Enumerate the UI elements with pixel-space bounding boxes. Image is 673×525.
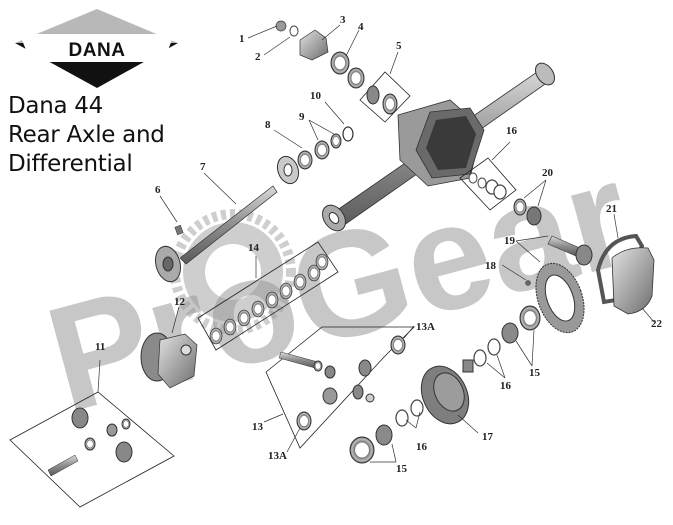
dana-logo: DANA (15, 9, 178, 88)
callout-3: 3 (340, 14, 346, 26)
callout-14: 14 (248, 242, 260, 254)
callout-8: 8 (265, 119, 271, 131)
part-1-pinion-nut[interactable] (275, 20, 287, 32)
callout-15-mid: 15 (529, 367, 541, 379)
callout-15-bottom: 15 (396, 463, 408, 475)
callout-16-bottom: 16 (416, 441, 428, 453)
callout-21: 21 (606, 203, 617, 215)
part-6-wheel-stud[interactable] (174, 224, 184, 236)
part-14-clutch-pack[interactable] (197, 241, 339, 351)
callout-18: 18 (485, 260, 497, 272)
diagram-title: Dana 44 Rear Axle and Differential (8, 92, 165, 179)
part-7-axle-shaft[interactable] (152, 185, 278, 284)
callout-22: 22 (651, 318, 663, 330)
callout-1: 1 (239, 33, 245, 45)
title-line-2: Rear Axle and (8, 122, 165, 148)
callout-12: 12 (174, 296, 186, 308)
callout-7: 7 (200, 161, 206, 173)
part-19-ring-and-pinion[interactable] (527, 235, 593, 339)
part-3-yoke[interactable] (299, 29, 329, 61)
callout-20: 20 (542, 167, 554, 179)
callout-13: 13 (252, 421, 264, 433)
part-20-rear-pinion-bearing[interactable] (513, 198, 542, 226)
callout-19: 19 (504, 235, 516, 247)
callout-13a-bottom: 13A (268, 450, 287, 462)
part-2-washer[interactable] (289, 25, 299, 37)
part-15-carrier-bearing-upper[interactable] (501, 305, 541, 344)
part-16-shims-mid[interactable] (473, 338, 501, 367)
part-16-shim-kit[interactable] (459, 157, 517, 211)
part-9-axle-bearings[interactable] (297, 133, 342, 170)
callout-9: 9 (299, 111, 305, 123)
part-17-open-differential-case[interactable] (412, 359, 477, 432)
title-line-1: Dana 44 (8, 93, 103, 119)
dana-logo-text: DANA (69, 40, 126, 61)
callout-10: 10 (310, 90, 322, 102)
callout-16-top: 16 (506, 125, 518, 137)
callout-16-mid: 16 (500, 380, 512, 392)
part-4-pinion-seal[interactable] (330, 51, 365, 89)
part-13-spider-gear-set[interactable] (265, 326, 415, 449)
part-8-retainer-plate[interactable] (274, 153, 302, 186)
leader-lines (97, 24, 655, 463)
callout-2: 2 (255, 51, 261, 63)
callout-4: 4 (358, 21, 364, 33)
part-10-retaining-ring[interactable] (342, 126, 354, 142)
callout-6: 6 (155, 184, 161, 196)
callout-labels: 1 2 3 4 5 6 7 8 9 10 11 12 13 13A 13A 14… (95, 14, 663, 475)
part-18-ring-gear-bolt[interactable] (525, 280, 531, 286)
part-16-shims-lower[interactable] (395, 399, 424, 427)
callout-13a-top: 13A (416, 321, 435, 333)
callout-5: 5 (396, 40, 402, 52)
title-line-3: Differential (8, 151, 133, 177)
callout-17: 17 (482, 431, 494, 443)
callout-11: 11 (95, 341, 105, 353)
part-12-limited-slip-case[interactable] (140, 332, 198, 389)
part-5-bearing-kit[interactable] (359, 71, 411, 123)
part-15-carrier-bearing-lower[interactable] (349, 424, 393, 464)
part-11-spider-gear-kit[interactable] (9, 391, 175, 508)
axle-housing (322, 62, 556, 232)
part-22-differential-cover[interactable] (611, 247, 655, 315)
